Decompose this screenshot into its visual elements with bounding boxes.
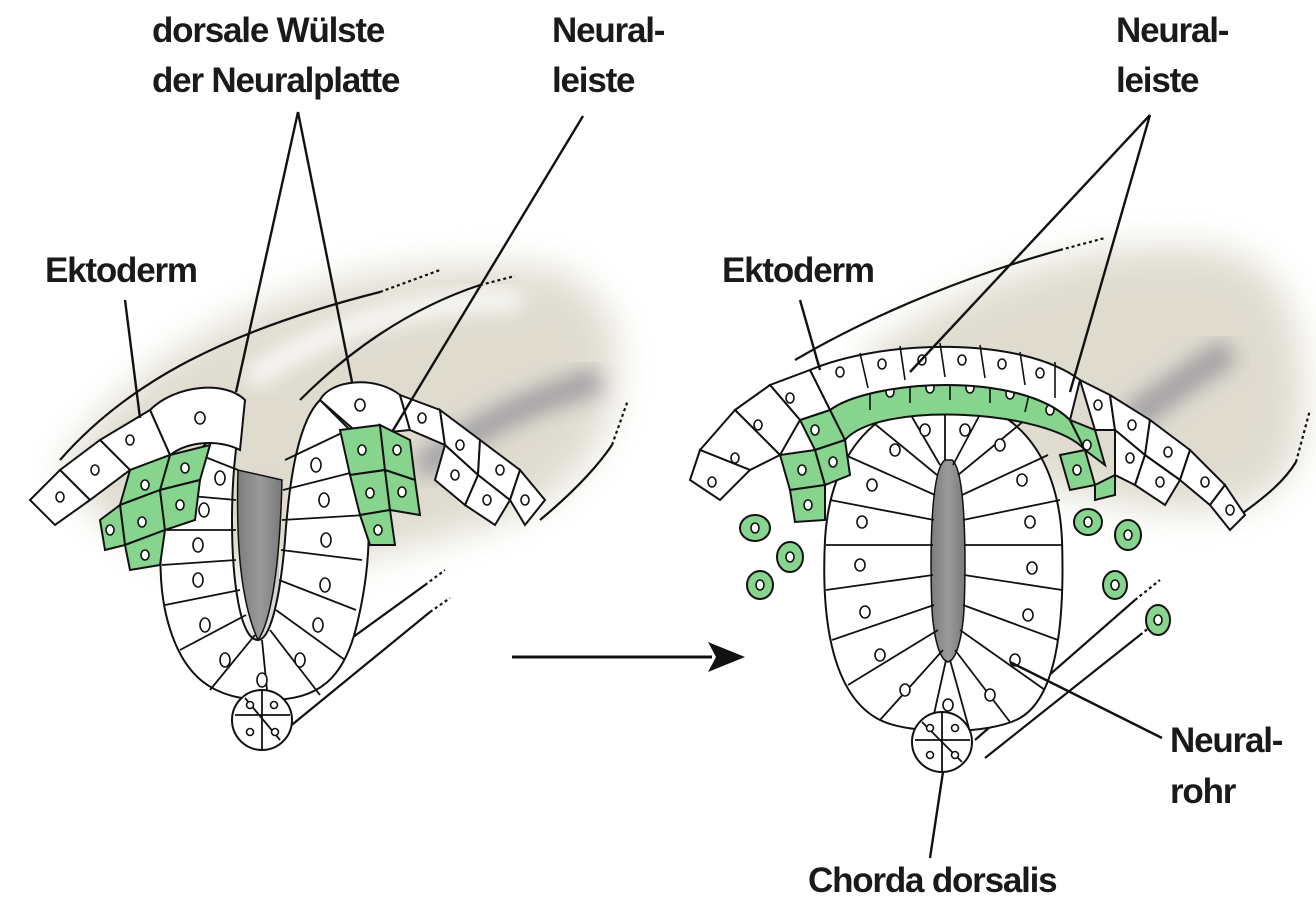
neural-tube-label-line2: rohr [1170, 772, 1237, 811]
right-crest-label-line1: Neural- [1116, 11, 1229, 50]
left-folds-label-line2: der Neuralplatte [152, 61, 400, 100]
left-crest-label-line2: leiste [552, 61, 635, 100]
left-crest-label-line1: Neural- [552, 11, 665, 50]
left-ektoderm-label: Ektoderm [45, 251, 197, 290]
right-ektoderm-label: Ektoderm [722, 251, 874, 290]
right-neural-tube [824, 400, 1062, 732]
neural-tube-label-line1: Neural- [1170, 721, 1283, 760]
chorda-label: Chorda dorsalis [808, 861, 1057, 900]
left-chorda [232, 690, 292, 750]
right-crest-label-line2: leiste [1116, 61, 1199, 100]
left-folds-label-line1: dorsale Wülste [152, 11, 385, 50]
right-chorda [912, 712, 972, 772]
arrow-right-icon [512, 642, 745, 672]
